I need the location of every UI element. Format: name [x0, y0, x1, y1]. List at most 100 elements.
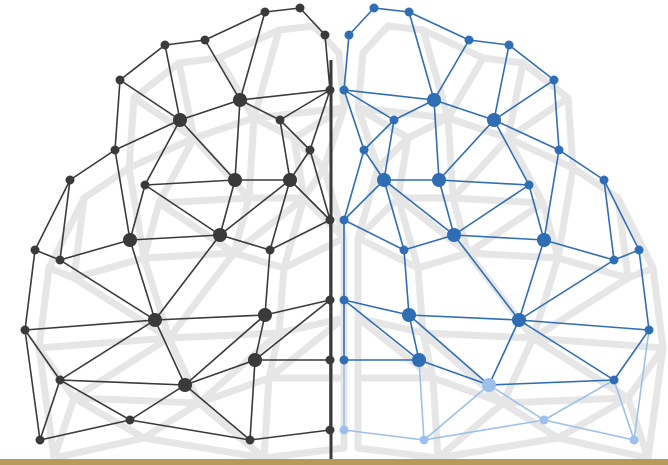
left-mesh-edge: [235, 100, 240, 180]
right-mesh-node: [420, 436, 429, 445]
left-mesh-edge: [115, 80, 120, 150]
left-mesh-edge: [265, 8, 300, 12]
shadow-edge: [453, 198, 543, 203]
right-mesh-node: [427, 93, 441, 107]
left-mesh-node: [123, 233, 137, 247]
shadow-edge: [144, 203, 159, 258]
left-mesh-node: [66, 176, 75, 185]
left-mesh-edge: [155, 235, 220, 320]
right-mesh-node: [630, 436, 639, 445]
left-mesh-node: [36, 436, 45, 445]
left-mesh-edge: [165, 40, 205, 45]
right-mesh-node: [610, 256, 619, 265]
shadow-edge: [448, 118, 453, 198]
shadow-edge: [304, 168, 324, 198]
right-mesh-node: [550, 76, 559, 85]
shadow-edge: [49, 268, 74, 278]
right-mesh-node: [537, 233, 551, 247]
right-mesh-edge: [454, 235, 519, 320]
shadow-edge: [503, 338, 533, 403]
right-mesh-edge: [454, 185, 529, 235]
right-mesh-node: [390, 116, 399, 125]
shadow-edge: [159, 198, 249, 203]
right-mesh-node: [432, 173, 446, 187]
shadow-edge: [388, 26, 423, 30]
left-mesh-node: [261, 8, 270, 17]
left-mesh-edge: [145, 180, 235, 185]
right-mesh-node: [360, 146, 369, 155]
shadow-edge: [54, 438, 144, 458]
left-mesh-node: [21, 326, 30, 335]
left-mesh-node: [56, 256, 65, 265]
shadow-edge: [249, 118, 254, 198]
right-mesh-node: [405, 8, 414, 17]
shadow-edge: [194, 118, 254, 138]
left-mesh-node: [201, 36, 210, 45]
left-mesh-edge: [220, 180, 290, 235]
left-mesh-node: [228, 173, 242, 187]
shadow-edge: [129, 98, 134, 168]
left-mesh-node: [178, 378, 192, 392]
shadow-edge: [503, 398, 628, 403]
shadow-edge: [39, 268, 49, 348]
shadow-edge: [179, 58, 219, 63]
shadow-edge: [433, 378, 438, 458]
right-mesh-node: [482, 378, 496, 392]
left-mesh-edge: [205, 12, 265, 40]
left-mesh-edge: [300, 8, 325, 35]
right-mesh-node: [487, 113, 501, 127]
left-mesh-edge: [60, 180, 70, 260]
right-mesh-edge: [434, 100, 439, 180]
right-mesh-node: [645, 326, 654, 335]
left-mesh-node: [126, 416, 135, 425]
right-mesh-node: [635, 246, 644, 255]
shadow-edge: [54, 398, 74, 458]
bottom-rule: [0, 459, 668, 465]
left-mesh-edge: [60, 240, 130, 260]
left-mesh-edge: [220, 180, 235, 235]
shadow-edge: [453, 138, 508, 198]
shadow-edge: [144, 403, 199, 438]
shadow-edge: [653, 268, 663, 348]
left-mesh-node: [173, 113, 187, 127]
left-mesh-node: [266, 246, 275, 255]
shadow-edge: [558, 398, 628, 438]
left-mesh-node: [283, 173, 297, 187]
right-mesh-node: [610, 376, 619, 385]
right-mesh-edge: [349, 8, 374, 35]
shadow-edge: [468, 253, 558, 258]
right-mesh-node: [400, 246, 409, 255]
shadow-edge: [468, 203, 543, 253]
shadow-edge: [169, 333, 279, 338]
right-mesh-node: [540, 416, 549, 425]
left-mesh-node: [116, 76, 125, 85]
right-mesh-edge: [374, 8, 409, 12]
right-mesh-node: [465, 36, 474, 45]
shadow-edge: [423, 333, 533, 338]
right-mesh-edge: [519, 320, 614, 380]
left-mesh-edge: [165, 45, 180, 120]
right-mesh-edge: [469, 40, 509, 45]
shadow-edge: [234, 253, 284, 268]
left-mesh-node: [148, 313, 162, 327]
right-mesh-node: [447, 228, 461, 242]
left-mesh-edge: [60, 320, 155, 380]
shadow-edge: [144, 253, 234, 258]
right-mesh-node: [525, 181, 534, 190]
shadow-edge: [279, 26, 314, 30]
left-mesh-edge: [250, 360, 255, 440]
right-mesh-node: [402, 308, 416, 322]
shadow-edge: [418, 253, 468, 268]
right-mesh-edge: [489, 380, 614, 385]
right-mesh-node: [512, 313, 526, 327]
left-mesh-node: [258, 308, 272, 322]
right-mesh-node: [377, 173, 391, 187]
right-mesh-edge: [519, 260, 614, 320]
left-mesh-node: [141, 181, 150, 190]
left-mesh-node: [111, 146, 120, 155]
shadow-edge: [169, 253, 234, 338]
left-mesh-node: [248, 353, 262, 367]
shadow-edge: [408, 118, 448, 138]
left-mesh-edge: [155, 315, 265, 320]
